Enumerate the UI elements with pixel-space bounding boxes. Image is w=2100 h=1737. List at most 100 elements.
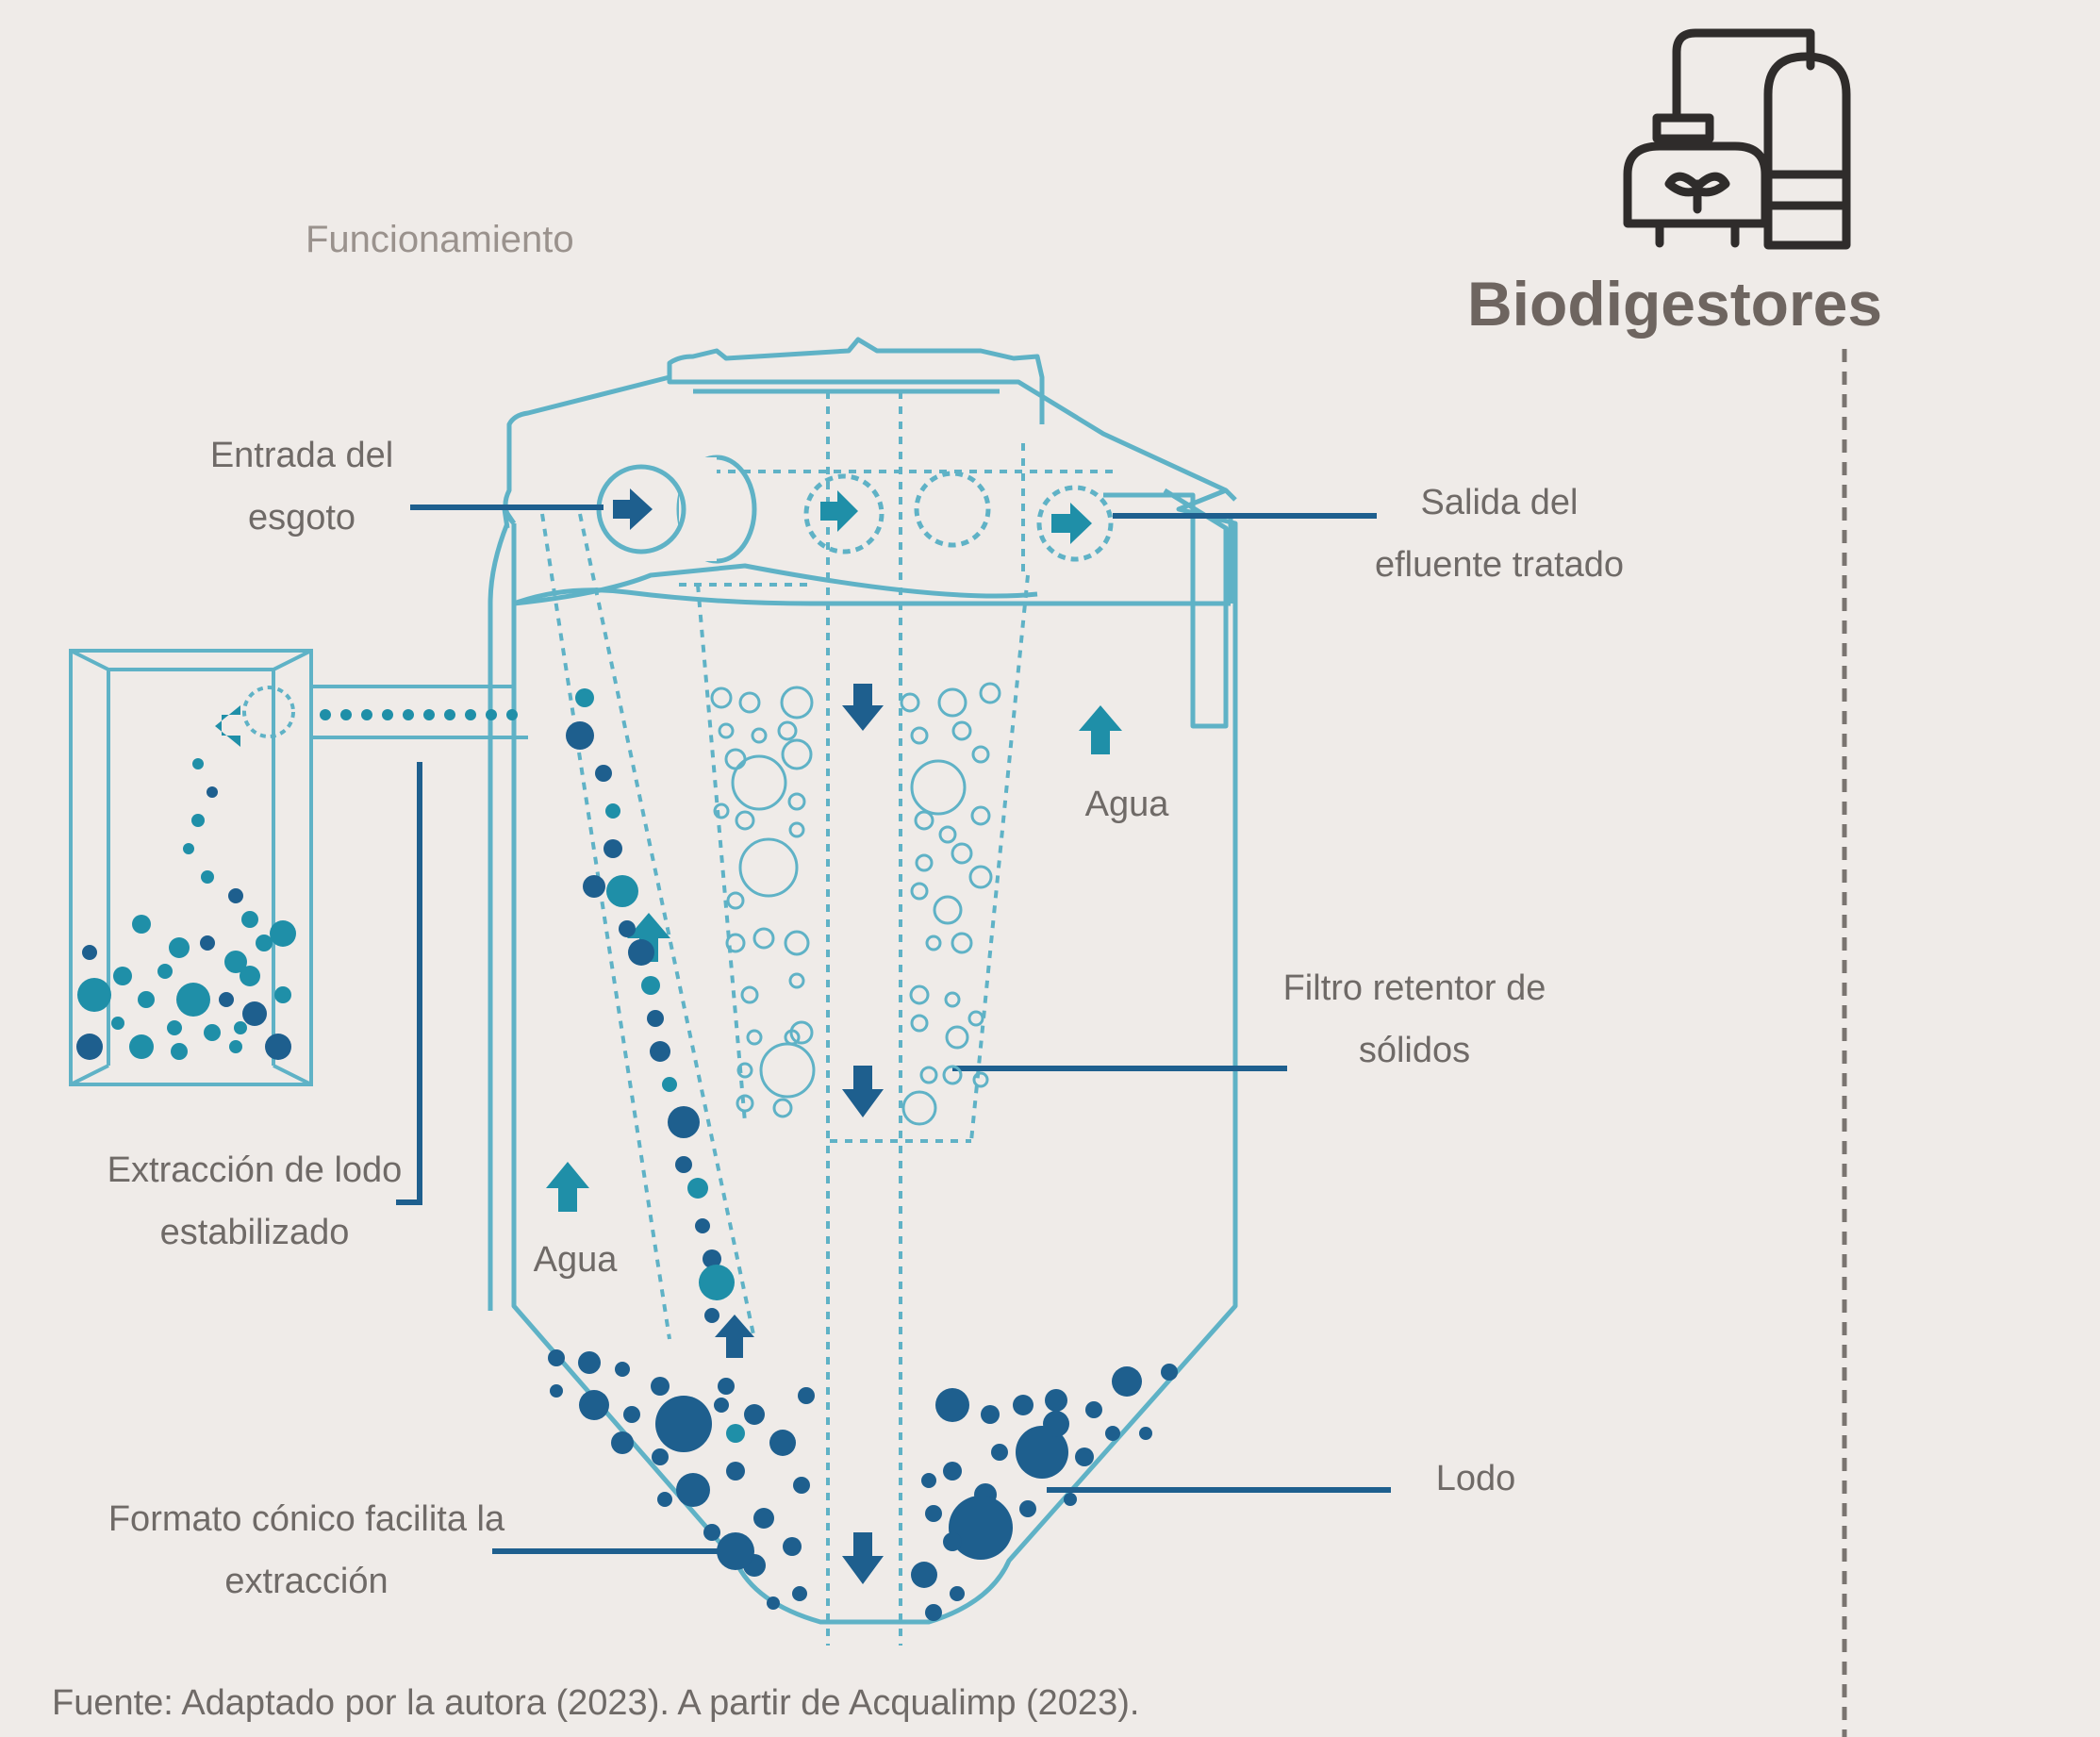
arrow-up-icon [1079,705,1122,754]
particle [969,1012,983,1025]
particle [943,1462,962,1481]
particle [575,688,594,707]
particle [946,993,959,1006]
particle [1105,1426,1120,1441]
particle [793,1477,810,1494]
label-formato: Formato cónico facilita la extracción [85,1488,528,1613]
particle [940,827,955,842]
sludge-tank [71,651,311,1084]
particle [717,1532,754,1570]
particle [1112,1366,1142,1397]
particle [727,935,744,951]
particle [699,1265,735,1300]
particle [207,786,218,798]
particle [779,722,796,739]
particle [167,1020,182,1035]
particle [953,722,970,739]
particle [719,724,733,737]
particle [1075,1448,1094,1466]
particle [753,1508,774,1529]
particle [970,867,991,887]
particle [736,812,753,829]
particle [718,1378,735,1395]
particle [1161,1364,1178,1381]
particle [952,844,971,863]
particle [628,939,654,966]
particle [675,1156,692,1173]
particle [704,1308,719,1323]
particle [183,843,194,854]
particle [403,709,414,720]
particle [761,1044,814,1097]
particle [790,823,803,836]
particle [77,978,111,1012]
particle [113,967,132,985]
particle [774,1100,791,1117]
particle [619,920,636,937]
particle [921,1473,936,1488]
particle [1013,1395,1033,1415]
particle [157,964,173,979]
label-extraccion-lodo: Extracción de lodo estabilizado [94,1139,415,1264]
particle [486,709,497,720]
particle [444,709,455,720]
particle [974,1073,987,1086]
label-salida: Salida del efluente tratado [1358,471,1641,596]
particle [769,1430,796,1456]
particle [606,875,638,907]
tank-outline [490,339,1235,1622]
particle [657,1492,672,1507]
particle [903,1092,935,1124]
particle [111,1017,124,1030]
particle [595,765,612,782]
label-agua-right: Agua [1066,773,1188,835]
particle [605,803,620,819]
particle [916,812,933,829]
particle [169,937,190,958]
particle [82,945,97,960]
particle [1139,1427,1152,1440]
particle [274,986,291,1003]
particle [1043,1411,1069,1437]
particle [783,1537,802,1556]
arrow-down-icon [842,1066,884,1117]
particle [934,897,961,923]
particle [912,728,927,743]
particle [465,709,476,720]
particle [740,839,797,896]
particle [737,1096,752,1111]
arrow-up-icon [546,1162,589,1212]
particle [506,709,518,720]
particle [927,936,940,950]
particle [912,1016,927,1031]
particle [726,1462,745,1481]
particle [229,1040,242,1053]
particle [695,1218,710,1233]
particle [652,1448,669,1465]
particle [668,1106,700,1138]
particle [566,721,594,750]
particle [241,911,258,928]
particle [712,688,731,707]
arrow-right-icon [820,490,858,532]
particle [733,756,785,809]
particle [754,929,773,948]
particle [981,1405,1000,1424]
particle [744,1404,765,1425]
label-agua-left: Agua [514,1229,637,1291]
particle [911,1562,937,1588]
particle [200,935,215,951]
particle [176,983,210,1017]
particle [785,932,808,954]
particle [191,814,205,827]
source-caption: Fuente: Adaptado por la autora (2023). A… [52,1683,1139,1724]
particle [382,709,393,720]
particle [138,991,155,1008]
arrow-up-icon [715,1315,754,1358]
particle [578,1351,601,1374]
particle [792,1586,807,1601]
biodigester-icon [1628,33,1846,245]
particle [714,1398,729,1413]
particle [901,694,918,711]
particle [129,1034,154,1059]
